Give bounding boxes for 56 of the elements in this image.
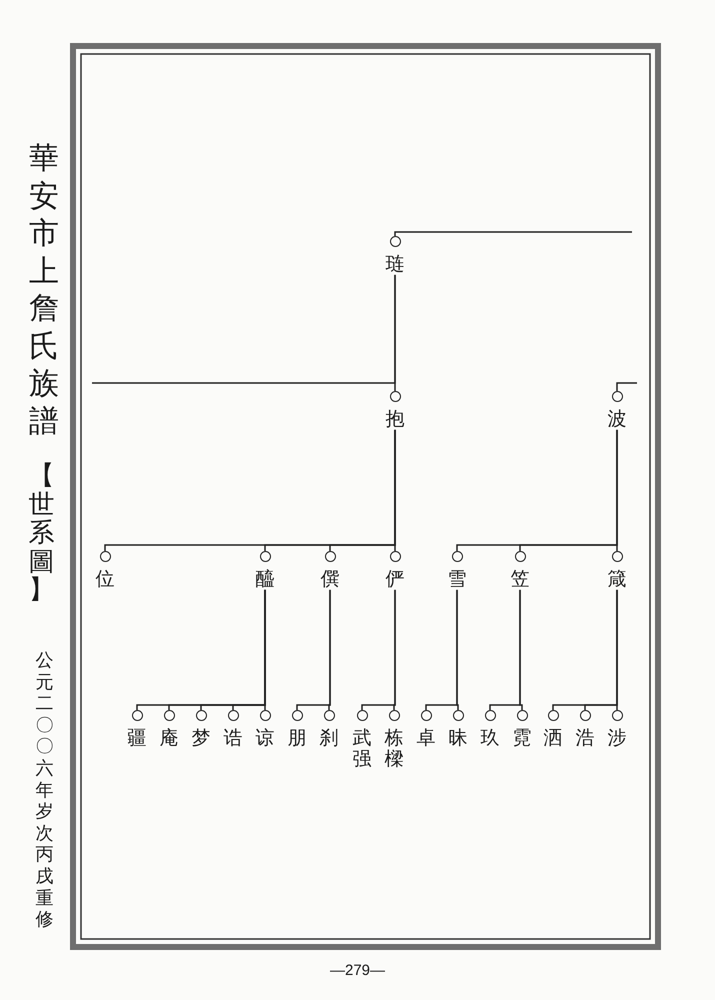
person-name: 醯 <box>256 569 274 590</box>
genealogy-entry <box>253 551 277 590</box>
lineage-line <box>394 430 396 551</box>
lineage-line <box>616 430 618 551</box>
lineage-line <box>264 590 266 710</box>
person-name: 笠 <box>510 569 530 590</box>
genealogy-entry <box>383 391 407 430</box>
person-name: 梦 <box>192 728 210 749</box>
revision-date: 公元二〇〇六年岁次丙戌重修 <box>35 650 54 931</box>
person-name: 武强 <box>352 728 372 770</box>
person-name: 涉 <box>608 728 626 749</box>
person-name: 霓 <box>512 728 532 749</box>
person-name: 谅 <box>256 728 274 749</box>
genealogy-entry <box>253 710 277 749</box>
lineage-line <box>328 590 331 710</box>
genealogy-entry <box>93 551 117 590</box>
book-title: 華安市上詹氏族譜 <box>28 140 60 440</box>
lineage-line <box>456 590 459 710</box>
lineage-line <box>393 590 396 710</box>
lineage-line <box>616 590 618 710</box>
genealogy-entry <box>605 710 629 749</box>
lineage-line <box>519 590 523 710</box>
person-name: 琏 <box>386 254 404 275</box>
genealogy-entry <box>350 710 374 770</box>
lineage-line <box>92 274 396 384</box>
person-name: 俨 <box>386 569 404 590</box>
person-name: 抱 <box>386 409 404 430</box>
genealogy-entry <box>414 710 438 749</box>
person-name: 庵 <box>160 728 178 749</box>
person-name: 玖 <box>480 728 500 749</box>
genealogy-entry <box>125 710 149 749</box>
person-name: 洒 <box>544 728 562 749</box>
person-name: 雪 <box>448 569 466 590</box>
genealogy-entry <box>478 710 502 749</box>
person-name: 僎 <box>320 569 340 590</box>
person-name: 位 <box>96 569 114 590</box>
person-name: 诰 <box>224 728 242 749</box>
person-name: 波 <box>608 409 626 430</box>
person-name: 疆 <box>128 728 146 749</box>
genealogy-entry <box>318 551 342 590</box>
person-name: 朋 <box>288 728 306 749</box>
person-name: 浩 <box>576 728 594 749</box>
person-name: 昧 <box>448 728 468 749</box>
lineage-line <box>394 231 632 236</box>
page-number: —279— <box>330 962 386 979</box>
person-name: 刹 <box>320 728 338 749</box>
genealogy-entry <box>383 551 407 590</box>
genealogy-entry <box>382 710 406 770</box>
section-heading: 【世系圖】 <box>28 462 56 605</box>
person-name: 箴 <box>608 569 626 590</box>
genealogy-entry <box>221 710 245 749</box>
genealogy-entry <box>508 551 532 590</box>
genealogy-entry <box>573 710 597 749</box>
person-name: 卓 <box>416 728 436 749</box>
lineage-line <box>616 382 637 391</box>
person-name: 栋樑 <box>384 728 404 770</box>
